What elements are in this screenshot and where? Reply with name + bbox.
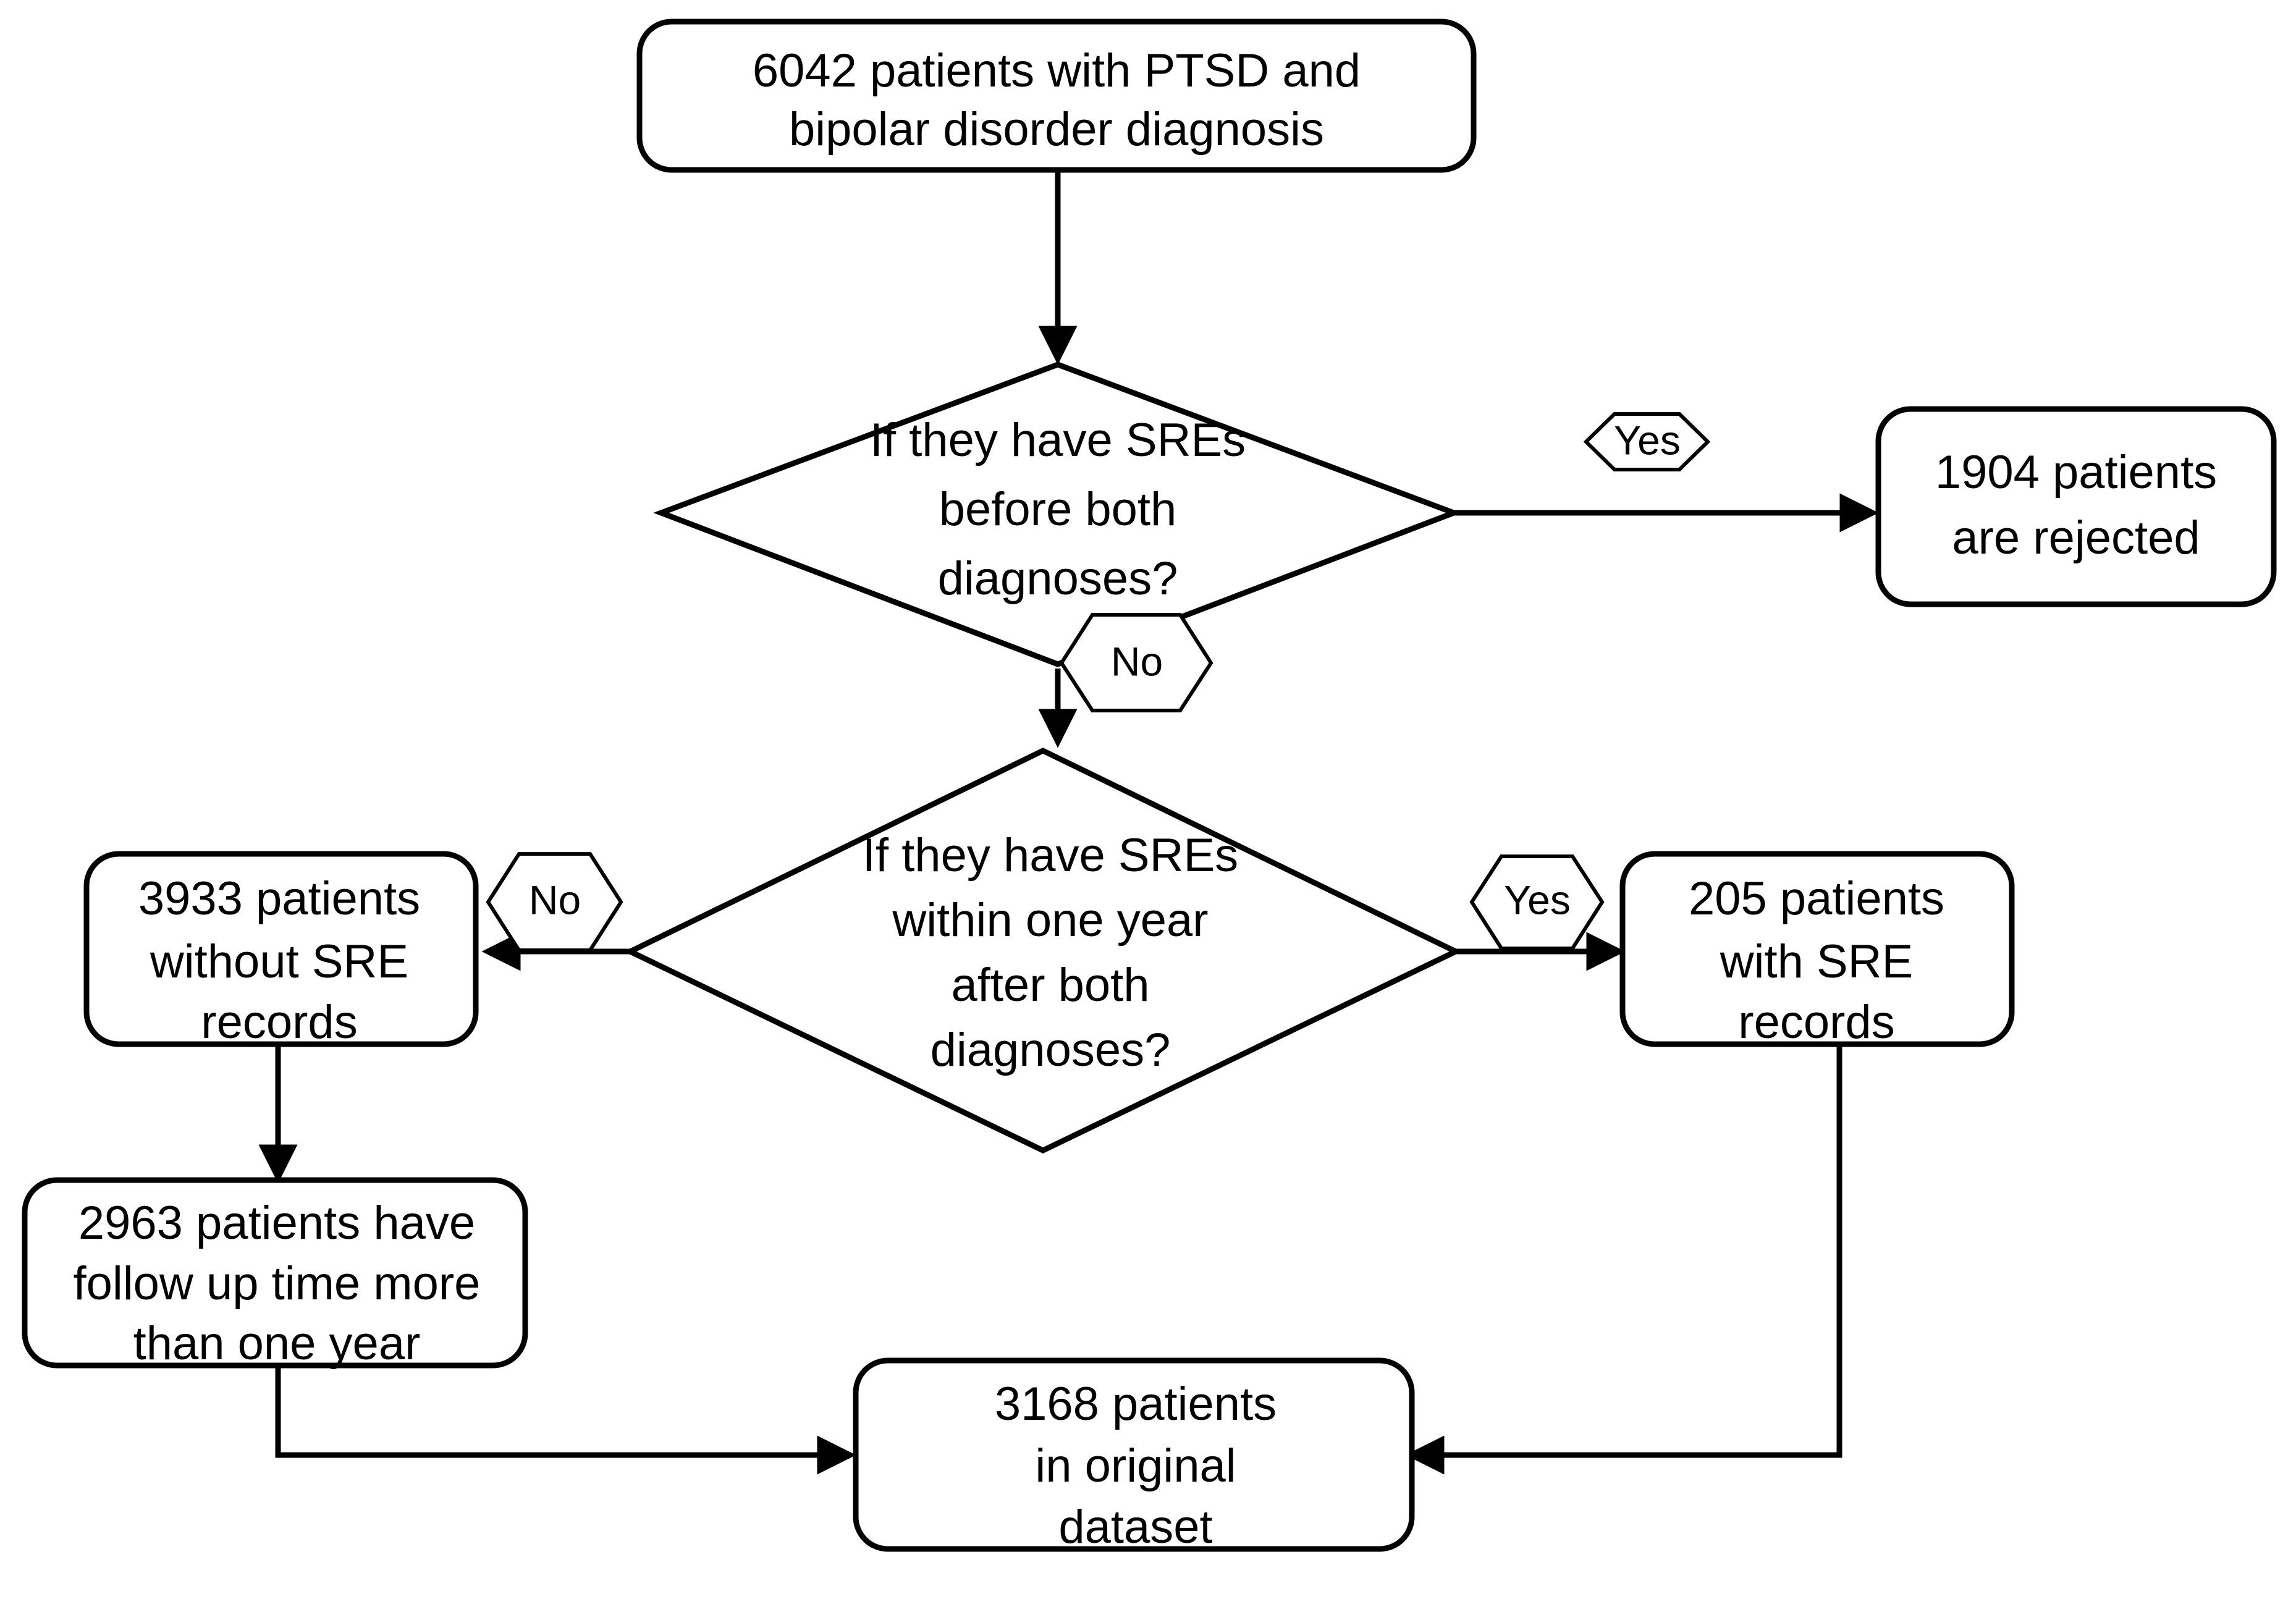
decision-sre-before-line-2: before both — [939, 483, 1177, 536]
with-sre-line-1: 205 patients — [1689, 872, 1944, 925]
without-sre-line-2: without SRE — [150, 935, 408, 988]
no-before-hexagon — [1059, 613, 1213, 712]
connectors — [258, 170, 1879, 1475]
final-dataset-line-1: 3168 patients — [995, 1378, 1277, 1430]
with-sre-line-2: with SRE — [1720, 935, 1914, 988]
decision-sre-within-year-line-1: If they have SREs — [863, 829, 1238, 882]
no-within-year-hexagon — [486, 852, 623, 952]
decision-sre-within-year-line-2: within one year — [892, 894, 1208, 947]
with-sre-line-3: records — [1738, 996, 1894, 1048]
node-with-sre[interactable]: 205 patients with SRE records — [1619, 851, 2015, 1048]
without-sre-line-1: 3933 patients — [138, 872, 420, 925]
yes-within-year-hexagon — [1469, 854, 1605, 950]
node-decision-sre-within-year[interactable]: If they have SREs within one year after … — [623, 747, 1462, 1154]
followup-line-3: than one year — [133, 1317, 421, 1370]
node-rejected[interactable]: 1904 patients are rejected — [1875, 406, 2277, 607]
yes-before-hexagon — [1583, 412, 1711, 471]
decision-sre-within-year-line-3: after both — [951, 959, 1149, 1011]
edge-label-no-within-year: No — [486, 852, 623, 952]
node-followup[interactable]: 2963 patients have follow up time more t… — [22, 1177, 528, 1370]
decision-sre-within-year-diamond[interactable] — [623, 747, 1462, 1154]
yes-before-label: Yes — [1614, 417, 1681, 463]
rejected-line-2: are rejected — [1952, 512, 2200, 564]
edge-label-yes-before: Yes — [1583, 412, 1711, 471]
edge-with-sre-to-final — [1405, 1044, 1842, 1475]
decision-sre-before-line-3: diagnoses? — [938, 552, 1178, 605]
final-dataset-box[interactable] — [853, 1357, 1415, 1552]
node-decision-sre-before[interactable]: If they have SREs before both diagnoses? — [653, 361, 1462, 667]
rejected-line-1: 1904 patients — [1935, 446, 2217, 499]
edge-followup-to-final — [275, 1365, 856, 1475]
final-dataset-line-3: dataset — [1058, 1501, 1212, 1553]
cohort-start-box[interactable] — [636, 19, 1477, 173]
decision-sre-within-year-line-4: diagnoses? — [931, 1024, 1171, 1076]
yes-within-year-label: Yes — [1504, 877, 1571, 922]
node-cohort-start[interactable]: 6042 patients with PTSD and bipolar diso… — [636, 19, 1477, 173]
decision-sre-before-diamond[interactable] — [653, 361, 1462, 667]
cohort-start-line-2: bipolar disorder diagnosis — [789, 103, 1324, 156]
edge-label-yes-within-year: Yes — [1469, 854, 1605, 950]
followup-line-1: 2963 patients have — [78, 1197, 475, 1249]
rejected-box[interactable] — [1875, 406, 2277, 607]
cohort-start-line-1: 6042 patients with PTSD and — [753, 44, 1361, 97]
node-without-sre[interactable]: 3933 patients without SRE records — [83, 851, 479, 1048]
node-final-dataset[interactable]: 3168 patients in original dataset — [853, 1357, 1415, 1553]
no-within-year-label: No — [529, 877, 581, 922]
without-sre-line-3: records — [201, 996, 357, 1048]
no-before-label: No — [1111, 638, 1163, 684]
final-dataset-line-2: in original — [1035, 1440, 1236, 1492]
edge-label-no-before: No — [1059, 613, 1213, 712]
followup-line-2: follow up time more — [74, 1257, 481, 1310]
followup-box[interactable] — [22, 1177, 528, 1369]
with-sre-box[interactable] — [1619, 851, 2015, 1047]
decision-sre-before-line-1: If they have SREs — [870, 414, 1246, 466]
without-sre-box[interactable] — [83, 851, 479, 1047]
